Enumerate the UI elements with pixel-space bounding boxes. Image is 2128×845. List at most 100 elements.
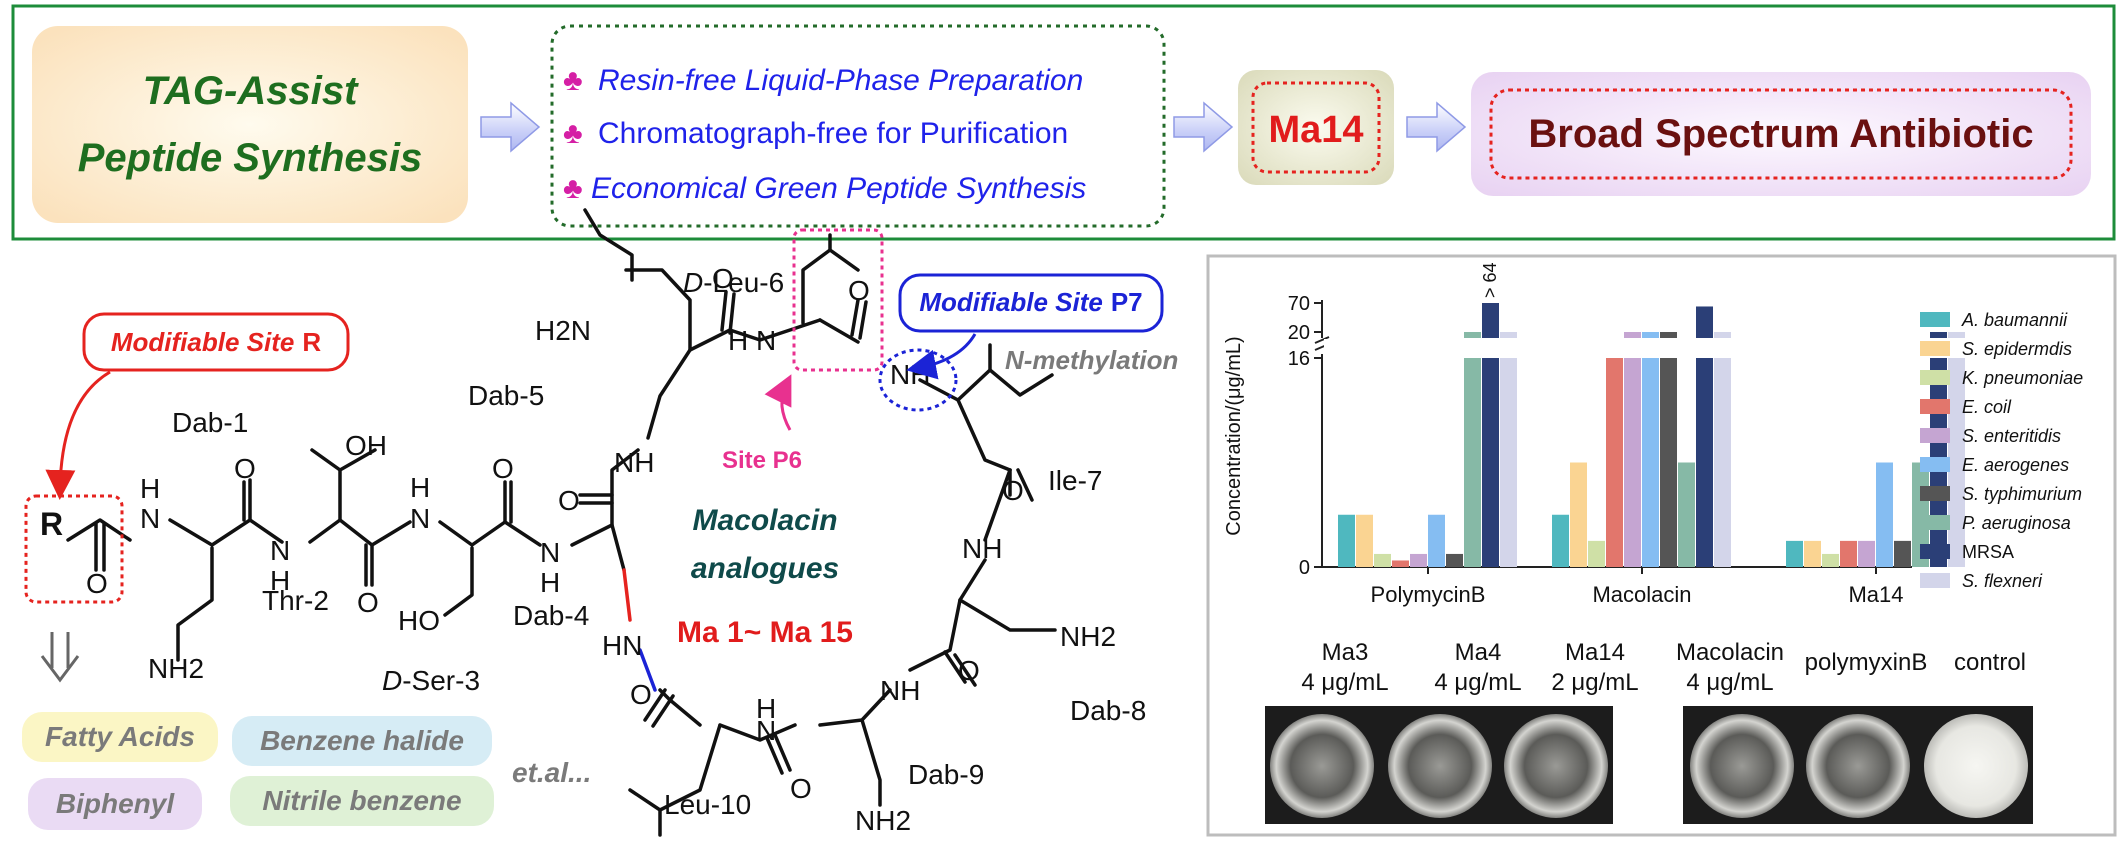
bar xyxy=(1930,332,1947,338)
modifiable-site-p7-tag xyxy=(898,273,1164,333)
atom-h: H xyxy=(756,693,776,724)
overflow-label: > 64 xyxy=(1480,262,1500,298)
bar xyxy=(1338,514,1355,567)
atom-o: O xyxy=(86,568,108,599)
bar xyxy=(1822,553,1839,567)
hollow-down-arrow-icon xyxy=(40,632,80,683)
x-tick-label: Macolacin xyxy=(1592,582,1691,607)
feature-item: ♣ Resin-free Liquid-Phase Preparation xyxy=(563,64,1083,97)
well-name: Ma3 xyxy=(1322,639,1369,666)
bar xyxy=(1786,540,1803,567)
tag-assist-box xyxy=(32,26,468,223)
atom-nh: NH xyxy=(890,359,930,390)
atom-n: N xyxy=(540,537,560,568)
arrow-icon xyxy=(764,374,792,431)
tag-assist-line2: Peptide Synthesis xyxy=(78,136,423,180)
atom-h: H xyxy=(540,567,560,598)
ma14-dashed-frame xyxy=(1251,81,1381,174)
broad-spectrum-box xyxy=(1471,72,2091,196)
flow-arrow-icon xyxy=(1173,101,1234,153)
atom-h: H xyxy=(728,325,748,356)
pill-biphenyl-label: Biphenyl xyxy=(56,788,175,819)
substituent-pills: Fatty Acids Benzene halide Biphenyl Nitr… xyxy=(22,712,494,830)
atom-o: O xyxy=(357,587,379,618)
bar xyxy=(1464,332,1481,338)
atom-ho: HO xyxy=(398,605,440,636)
legend-label: K. pneumoniae xyxy=(1962,368,2083,388)
bar xyxy=(1428,514,1445,567)
legend-swatch xyxy=(1920,341,1950,356)
legend-swatch xyxy=(1920,312,1950,327)
bar xyxy=(1840,540,1857,567)
pill-fatty-acids-label: Fatty Acids xyxy=(45,721,195,752)
residue-dleu6: D-Leu-6 xyxy=(683,267,784,298)
y-tick-label: 0 xyxy=(1299,557,1310,579)
atom-o: O xyxy=(848,275,870,306)
legend-swatch xyxy=(1920,399,1950,414)
etal-label: et.al... xyxy=(512,757,591,788)
ma14-box xyxy=(1238,70,1394,185)
bar xyxy=(1948,332,1965,338)
atom-n: N xyxy=(270,535,290,566)
atom-n: N xyxy=(756,325,776,356)
club-icon: ♣ xyxy=(563,64,583,97)
atom-n: N xyxy=(410,503,430,534)
feature-text: Chromatograph-free for Purification xyxy=(598,117,1068,150)
atom-nh: NH xyxy=(880,675,920,706)
well-group-1: Ma3 4 μg/mL Ma4 4 μg/mL Ma14 2 μg/mL xyxy=(1265,639,1639,824)
legend-swatch xyxy=(1920,544,1950,559)
bar xyxy=(1876,462,1893,567)
bar xyxy=(1660,332,1677,338)
atom-o: O xyxy=(1002,475,1024,506)
bar xyxy=(1624,358,1641,567)
residue-thr2: Thr-2 xyxy=(262,585,329,616)
legend-swatch xyxy=(1920,370,1950,385)
legend-label: E. coil xyxy=(1962,397,2012,417)
well-conc: 4 μg/mL xyxy=(1301,669,1388,696)
broad-spectrum-dashed-frame xyxy=(1489,88,2073,180)
well-image xyxy=(1504,714,1608,818)
atom-h: H xyxy=(410,472,430,503)
atom-r: R xyxy=(40,506,63,542)
bar xyxy=(1696,358,1713,567)
residue-dab5: Dab-5 xyxy=(468,380,544,411)
residue-leu10: Leu-10 xyxy=(664,789,751,820)
bar xyxy=(1948,358,1965,567)
center-label-range: Ma 1~ Ma 15 xyxy=(677,616,853,649)
bar xyxy=(1464,358,1481,567)
atom-h: H xyxy=(270,565,290,596)
legend-label: S. flexneri xyxy=(1962,571,2043,591)
ma14-label: Ma14 xyxy=(1268,109,1363,151)
y-tick-label: 70 xyxy=(1288,293,1310,315)
residue-dab4: Dab-4 xyxy=(513,600,589,631)
well-conc: 2 μg/mL xyxy=(1551,669,1638,696)
well-name: control xyxy=(1954,649,2026,676)
y-tick-label: 16 xyxy=(1288,348,1310,370)
residue-labels: Dab-1 Thr-2 D-Ser-3 Dab-4 Dab-5 D-Leu-6 … xyxy=(172,267,1146,820)
peptide-structure xyxy=(66,208,1057,837)
pill-nitrile-benzene-label: Nitrile benzene xyxy=(262,785,461,816)
arrow-icon xyxy=(906,333,977,380)
legend-label: S. typhimurium xyxy=(1962,484,2082,504)
atom-h: H xyxy=(140,473,160,504)
y-tick-label: 20 xyxy=(1288,322,1310,344)
atom-nh2: NH2 xyxy=(855,805,911,836)
x-tick-label: PolymycinB xyxy=(1371,582,1486,607)
atom-nh2: NH2 xyxy=(148,653,204,684)
legend-swatch xyxy=(1920,428,1950,443)
atom-oh: OH xyxy=(345,430,387,461)
atom-nh: NH xyxy=(962,533,1002,564)
bar xyxy=(1714,332,1731,338)
structure-labels: R O H N O N H NH2 OH O H N O HO N H O NH… xyxy=(40,263,1116,836)
well-image xyxy=(1806,714,1910,818)
well-conc: 4 μg/mL xyxy=(1686,669,1773,696)
well-image xyxy=(1270,714,1374,818)
residue-ile7: Ile-7 xyxy=(1048,465,1102,496)
site-p7-dashed-circle xyxy=(878,348,958,412)
bar xyxy=(1642,332,1659,338)
legend-swatch xyxy=(1920,457,1950,472)
bar xyxy=(1482,358,1499,567)
